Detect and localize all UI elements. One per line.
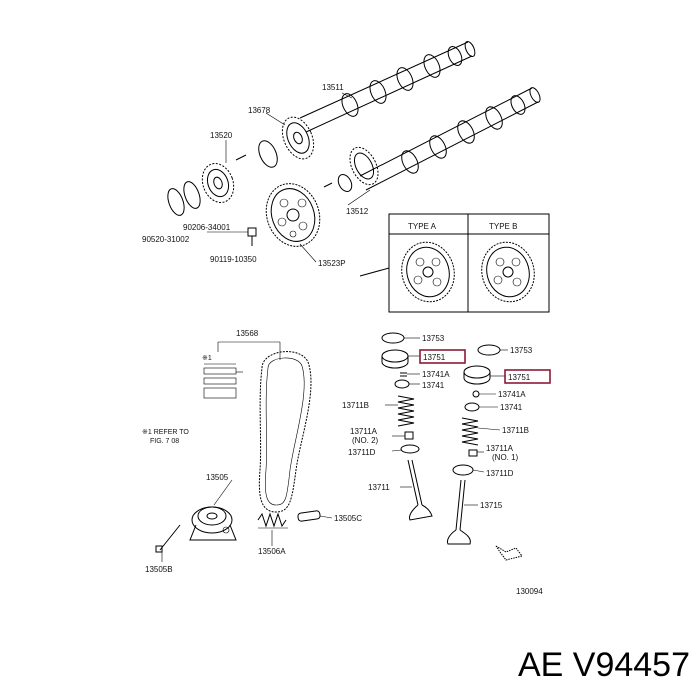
label-13506a: 13506A: [258, 547, 286, 556]
front-arrow-icon: [495, 545, 523, 561]
timing-pulley-13523p[interactable]: [258, 176, 329, 254]
label-13512: 13512: [346, 207, 369, 216]
ring-pair[interactable]: [165, 179, 204, 217]
label-13711b-right: 13711B: [502, 426, 529, 435]
timing-belt-13568[interactable]: [258, 351, 312, 513]
label-13711b-left: 13711B: [342, 401, 369, 410]
gear-13678[interactable]: [276, 112, 319, 164]
sprocket-13520[interactable]: [197, 159, 239, 207]
label-13711a-left-no: (NO. 2): [352, 436, 379, 445]
label-90119: 90119-10350: [210, 255, 257, 264]
retainer-13741-right[interactable]: [464, 402, 480, 412]
label-13741a-right: 13741A: [498, 390, 526, 399]
camshaft-13512[interactable]: [336, 86, 543, 194]
label-13751-left: 13751: [423, 353, 446, 362]
label-13711a-right-no: (NO. 1): [492, 453, 519, 462]
label-13520: 13520: [210, 131, 233, 140]
label-13741-left: 13741: [422, 381, 445, 390]
lifter-13751-right[interactable]: [463, 365, 491, 385]
valve-13715[interactable]: [447, 479, 471, 545]
reference-symbol: [203, 363, 243, 399]
spring-13711b-right[interactable]: [461, 417, 479, 446]
spring-13711b-left[interactable]: [397, 395, 415, 427]
label-refer-1: ※1 REFER TO: [142, 429, 189, 436]
label-13511: 13511: [322, 83, 344, 92]
label-90206: 90206-34001: [183, 223, 231, 232]
label-13711d-right: 13711D: [486, 469, 514, 478]
leader-lines: [161, 92, 508, 562]
label-13753-right: 13753: [510, 346, 533, 355]
shim-13753-left[interactable]: [381, 332, 405, 344]
label-13741a-left: 13741A: [422, 370, 450, 379]
label-13711: 13711: [368, 483, 390, 492]
label-type-b: TYPE B: [489, 222, 517, 231]
type-box: [359, 213, 550, 313]
label-13678: 13678: [248, 106, 271, 115]
pulley-type-a[interactable]: [395, 236, 461, 307]
lifter-13751-left[interactable]: [381, 349, 409, 369]
label-13741-right: 13741: [500, 403, 523, 412]
snap-ring[interactable]: [255, 138, 281, 170]
label-13505: 13505: [206, 473, 229, 482]
label-13711a-right: 13711A: [486, 444, 514, 453]
keeper-13741a-left[interactable]: [400, 372, 407, 377]
highlight-box-13751-left: [419, 349, 466, 364]
pin-small[interactable]: [235, 154, 247, 161]
part-number-caption: AE V94457: [518, 646, 690, 684]
seal-13711d-left[interactable]: [400, 444, 420, 454]
label-13711d-left: 13711D: [348, 448, 376, 457]
retainer-13741-left[interactable]: [394, 379, 410, 389]
pin[interactable]: [323, 182, 333, 188]
highlight-box-13751-right: [504, 369, 551, 384]
label-90520: 90520-31002: [142, 235, 190, 244]
pushrod-13505c[interactable]: [297, 510, 321, 522]
tensioner-13505[interactable]: [189, 506, 237, 541]
bolt-90119[interactable]: [247, 227, 257, 246]
seat-13711a-left[interactable]: [404, 431, 414, 440]
label-13751-right: 13751: [508, 373, 531, 382]
label-star1: ※1: [202, 355, 212, 362]
label-13715: 13715: [480, 501, 503, 510]
label-13753-left: 13753: [422, 334, 445, 343]
valve-13711[interactable]: [407, 459, 433, 521]
keeper-13741a-right[interactable]: [472, 390, 480, 398]
figure-number: 130094: [516, 587, 543, 596]
shim-13753-right[interactable]: [477, 344, 501, 356]
label-13711a-left: 13711A: [350, 427, 378, 436]
pulley-type-b[interactable]: [475, 236, 541, 307]
label-13568: 13568: [236, 329, 259, 338]
label-13505c: 13505C: [334, 514, 362, 523]
seal-13711d-right[interactable]: [452, 464, 474, 476]
label-13523p: 13523P: [318, 259, 346, 268]
label-refer-2: FIG. 7 08: [150, 438, 179, 445]
bolt-13505b[interactable]: [155, 524, 181, 553]
label-13505b: 13505B: [145, 565, 173, 574]
camshaft-13511[interactable]: [299, 40, 477, 133]
seat-13711a-right[interactable]: [468, 449, 478, 457]
label-type-a: TYPE A: [408, 222, 437, 231]
spring-13506a[interactable]: [257, 512, 288, 529]
